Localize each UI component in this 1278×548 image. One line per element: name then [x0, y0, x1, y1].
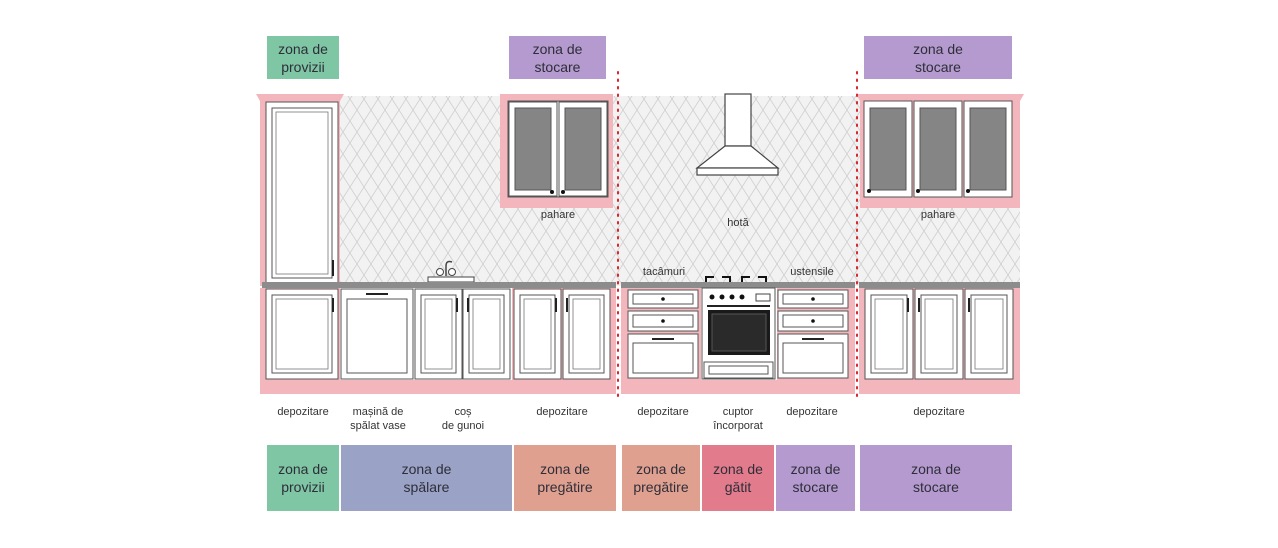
prep-cabinet: [513, 288, 611, 380]
oven: [701, 287, 776, 380]
label-depozitare-2: depozitare: [536, 406, 588, 418]
label-tacamuri: tacâmuri: [642, 266, 686, 278]
label-depozitare-1: depozitare: [277, 406, 329, 418]
label-depozitare-3: depozitare: [637, 406, 689, 418]
label-pahare-left: pahare: [540, 209, 576, 221]
zone-spalare: zona de spălare: [341, 445, 512, 511]
label-ustensile: ustensile: [790, 266, 834, 278]
zone-pregatire-1: zona de pregătire: [514, 445, 616, 511]
countertop-middle: [621, 282, 855, 288]
dishwasher: [340, 288, 414, 380]
zone-pregatire-2: zona de pregătire: [622, 445, 700, 511]
top-zone-provizii: zona de provizii: [267, 36, 339, 79]
top-zone-stocare-left: zona de stocare: [509, 36, 606, 79]
cooktop: [705, 276, 767, 284]
base-cabinet-right: [864, 288, 1014, 380]
zone-stocare-1: zona de stocare: [776, 445, 855, 511]
label-cos-gunoi: coș de gunoi: [441, 406, 485, 432]
base-cabinet-pantry: [265, 288, 339, 380]
range-hood: [695, 93, 780, 176]
upper-glass-cabinet-right: [856, 94, 1024, 208]
drawer-stack-utensils: [777, 289, 849, 379]
label-hota: hotă: [727, 217, 749, 229]
countertop-right: [859, 282, 1020, 288]
label-pahare-right: pahare: [920, 209, 956, 221]
drawer-stack-cutlery: [627, 289, 699, 379]
top-zone-stocare-right: zona de stocare: [864, 36, 1012, 79]
zone-stocare-2: zona de stocare: [860, 445, 1012, 511]
countertop-left: [262, 282, 616, 288]
trash-cabinet: [414, 288, 511, 380]
upper-glass-cabinet-left: [500, 94, 613, 208]
label-depozitare-5: depozitare: [913, 406, 965, 418]
zone-gatit: zona de gătit: [702, 445, 774, 511]
label-cuptor: cuptor încorporat: [713, 406, 763, 432]
zone-provizii: zona de provizii: [267, 445, 339, 511]
pantry-cabinet: [256, 94, 344, 286]
label-depozitare-4: depozitare: [786, 406, 838, 418]
label-masina-spalat: mașină de spălat vase: [350, 406, 406, 432]
